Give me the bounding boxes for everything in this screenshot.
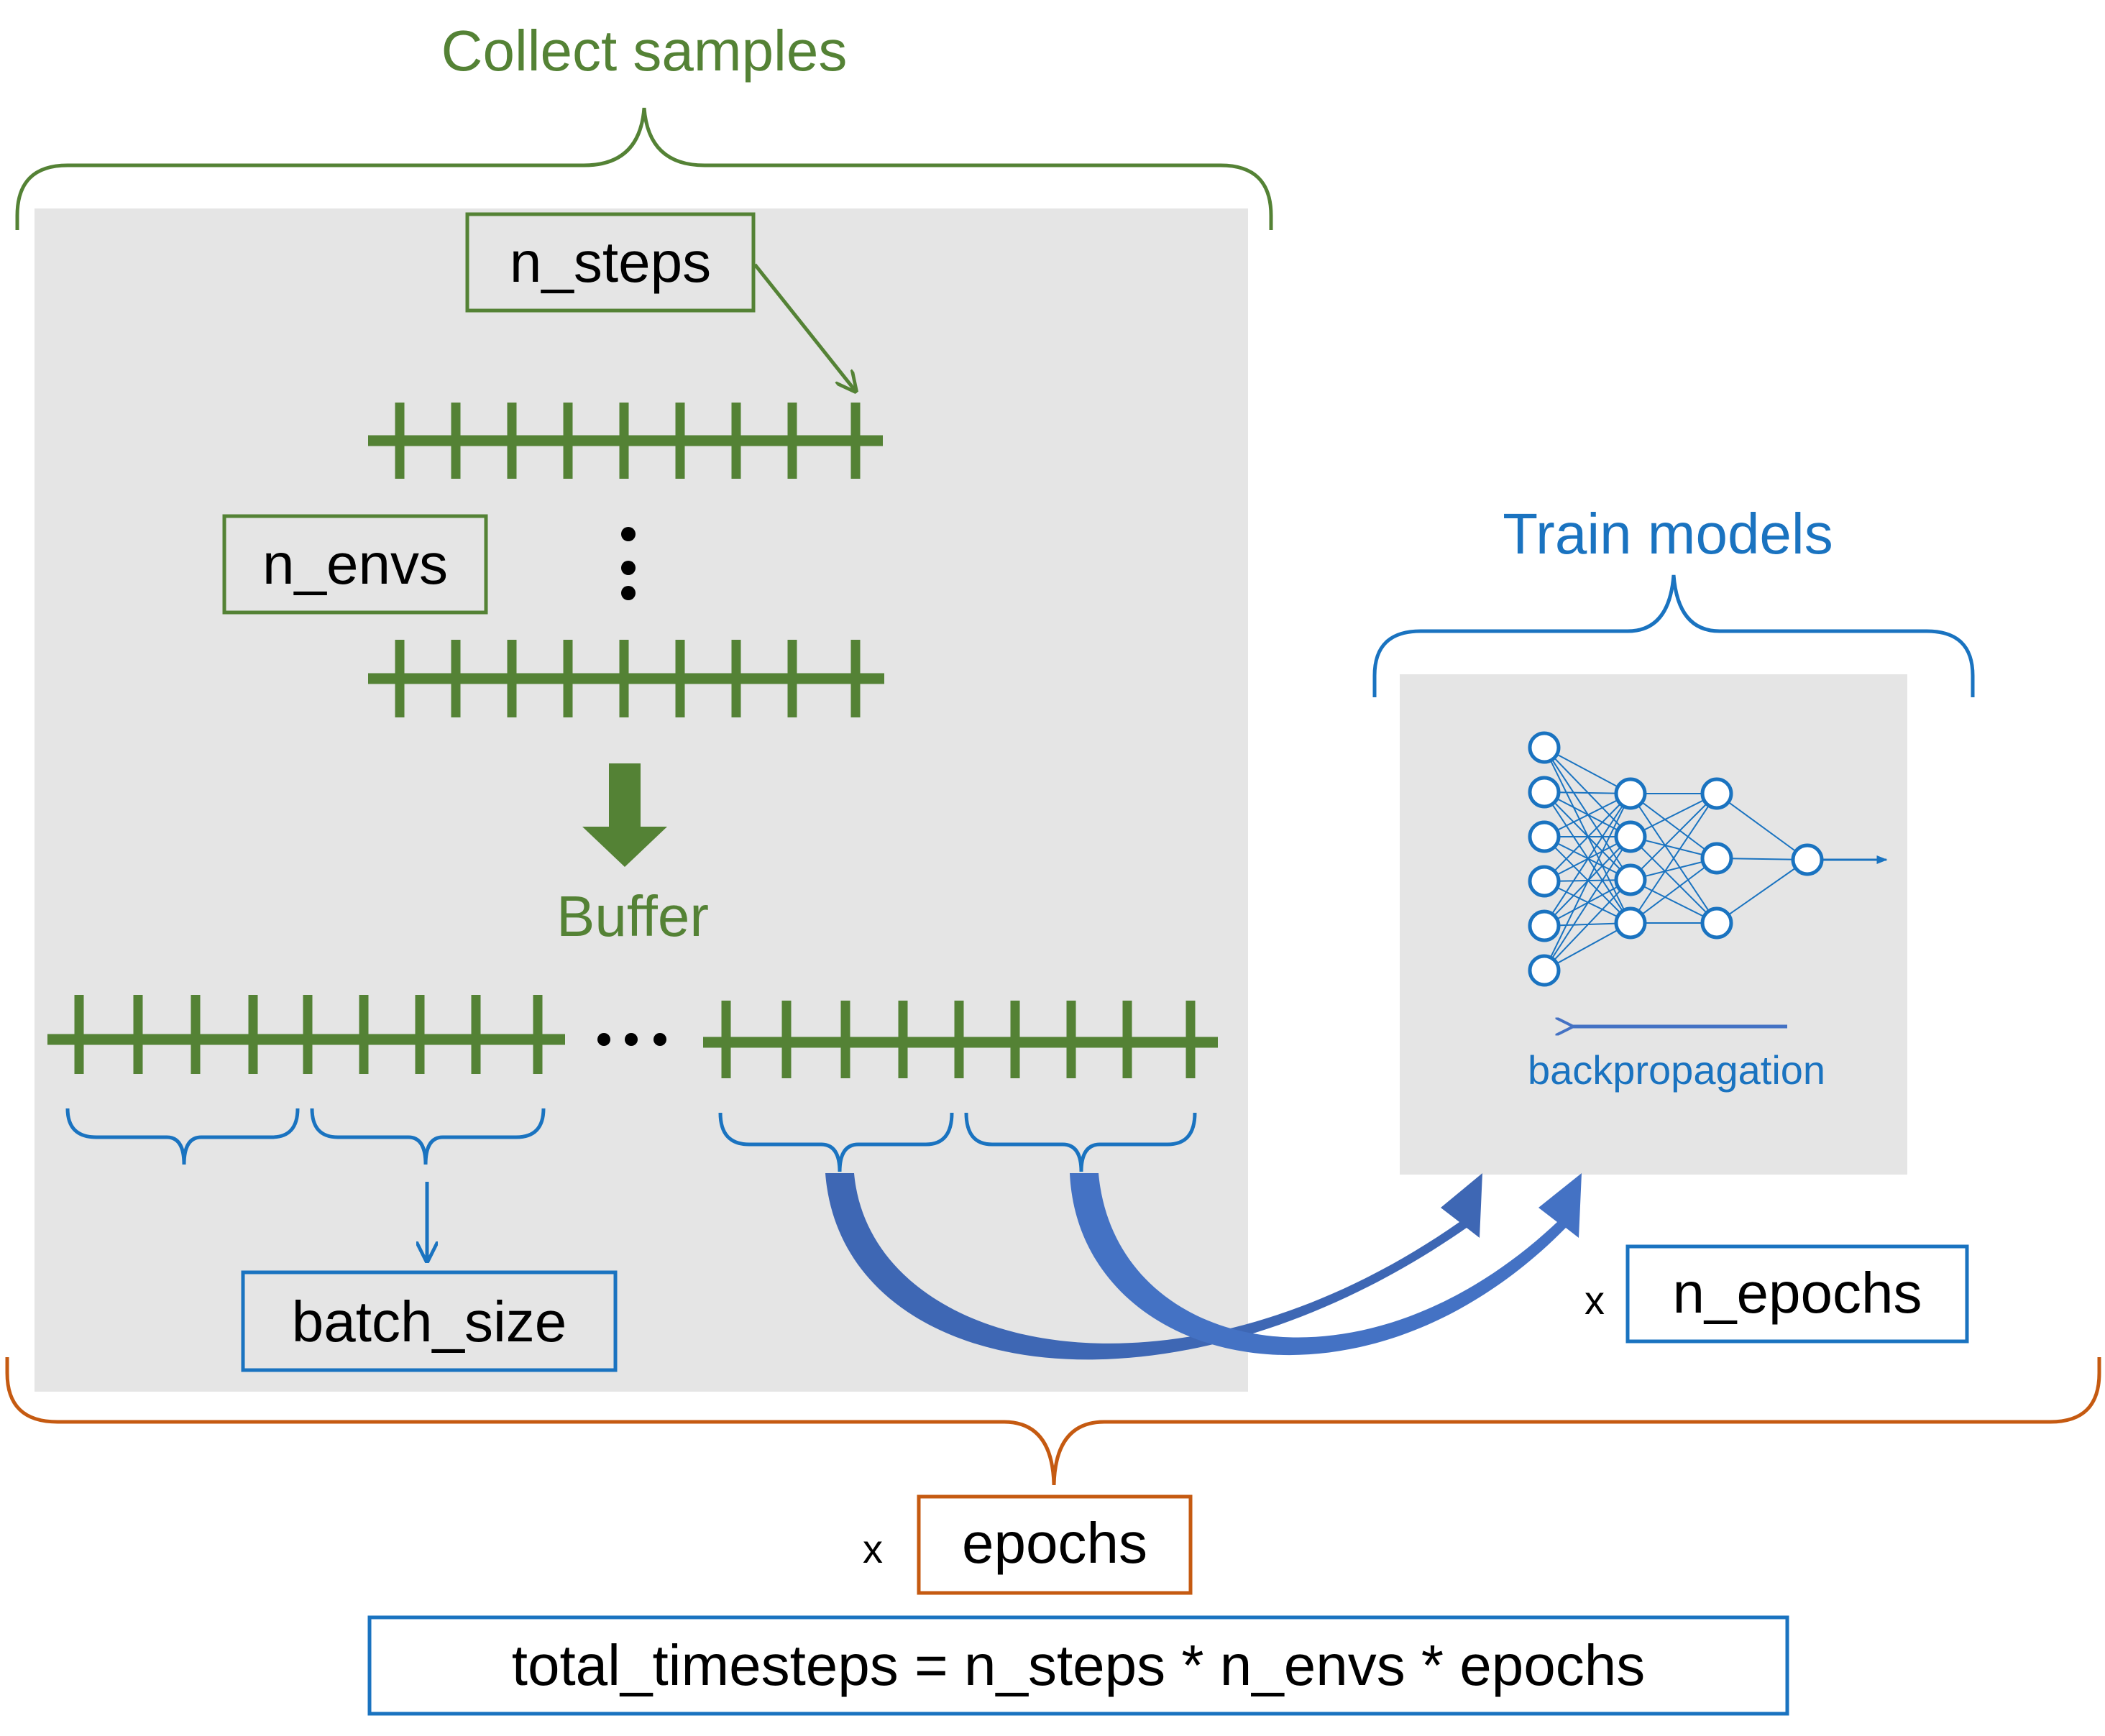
env-row-bottom bbox=[368, 640, 884, 717]
collect-title: Collect samples bbox=[441, 19, 848, 83]
batch-size-label: batch_size bbox=[292, 1290, 567, 1354]
n-steps-label: n_steps bbox=[510, 230, 711, 294]
batch-size-box bbox=[241, 1270, 618, 1372]
buffer-label: Buffer bbox=[556, 884, 709, 948]
epochs-brace bbox=[5, 1357, 2101, 1486]
n-envs-box bbox=[222, 514, 488, 615]
train-panel bbox=[1400, 674, 1907, 1175]
down-arrow-icon bbox=[582, 763, 667, 867]
train-brace bbox=[1372, 574, 1975, 697]
curved-arrow-2 bbox=[1070, 1173, 1582, 1356]
n-epochs-times: x bbox=[1585, 1277, 1605, 1323]
n-epochs-label: n_epochs bbox=[1673, 1261, 1922, 1325]
n-steps-box bbox=[465, 212, 756, 313]
horizontal-ellipsis bbox=[597, 1033, 666, 1046]
formula-box bbox=[367, 1615, 1789, 1716]
epochs-label: epochs bbox=[962, 1511, 1147, 1575]
buffer-segment-left bbox=[47, 995, 565, 1074]
minibatch-braces-left bbox=[65, 1108, 546, 1165]
collect-brace bbox=[15, 107, 1273, 230]
formula-text: total_timesteps = n_steps * n_envs * epo… bbox=[512, 1633, 1646, 1697]
n-steps-arrow bbox=[753, 263, 856, 391]
minibatch-braces-right bbox=[718, 1112, 1197, 1172]
n-envs-label: n_envs bbox=[262, 532, 448, 596]
buffer-segment-right bbox=[703, 1001, 1218, 1078]
env-row-top bbox=[368, 403, 883, 479]
train-title: Train models bbox=[1503, 502, 1833, 566]
n-epochs-box bbox=[1625, 1244, 1969, 1344]
epochs-box bbox=[917, 1494, 1193, 1595]
epochs-times: x bbox=[863, 1526, 883, 1571]
vertical-dots bbox=[621, 527, 636, 600]
neural-network-icon bbox=[1528, 731, 1888, 987]
backprop-label: backpropagation bbox=[1528, 1047, 1825, 1093]
minibatch-to-train-arrows bbox=[825, 1173, 1582, 1360]
collect-panel bbox=[35, 208, 1248, 1392]
